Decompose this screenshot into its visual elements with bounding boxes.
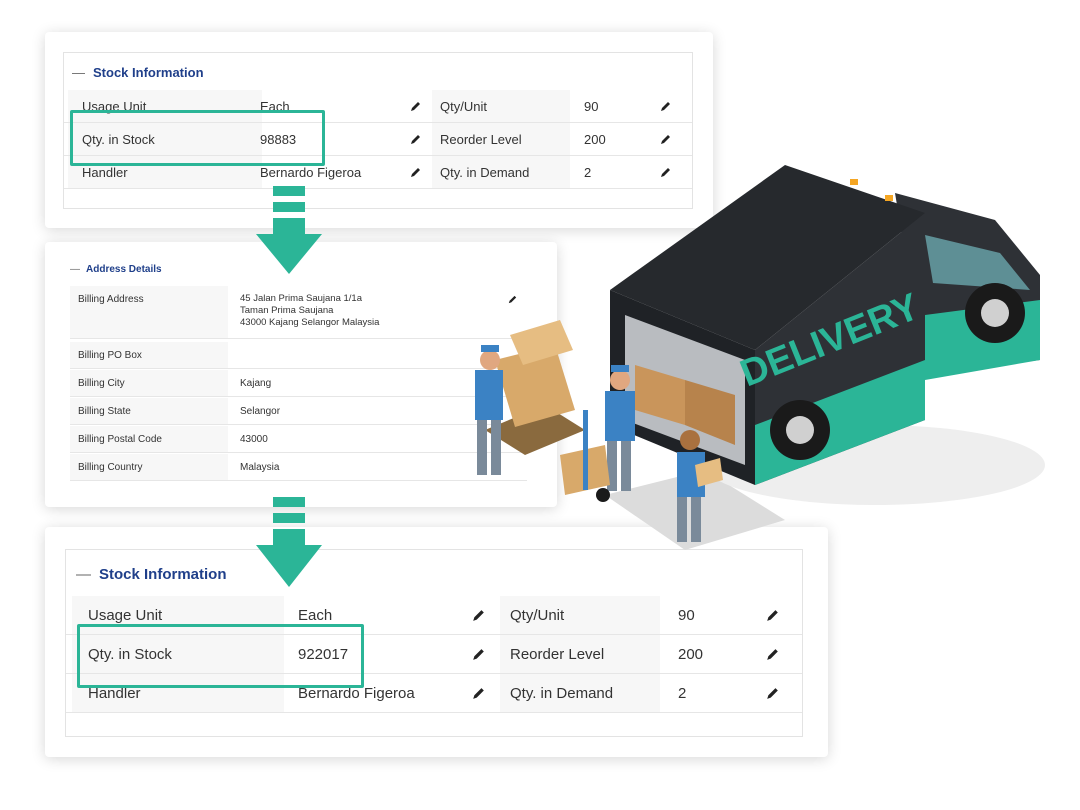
stock-info-card-before: — Stock Information Usage Unit Each Qty/U…: [45, 32, 713, 228]
stock-info-panel-before: — Stock Information Usage Unit Each Qty/U…: [63, 52, 693, 209]
field-value[interactable]: 200: [584, 131, 606, 147]
field-value[interactable]: 922017: [298, 645, 349, 663]
stock-row-usage-unit: Usage Unit Each Qty/Unit 90: [66, 596, 802, 635]
address-row-po-box: Billing PO Box: [70, 342, 527, 369]
stock-row-handler: Handler Bernardo Figeroa Qty. in Demand …: [66, 674, 802, 713]
address-row-billing-address: Billing Address 45 Jalan Prima Saujana 1…: [70, 286, 527, 339]
pencil-icon[interactable]: [410, 167, 421, 178]
field-value[interactable]: 90: [584, 98, 599, 114]
field-label: Usage Unit: [72, 596, 284, 634]
field-label: Billing Address: [70, 286, 228, 338]
pencil-icon[interactable]: [660, 167, 671, 178]
field-label: Qty/Unit: [500, 596, 660, 634]
pencil-icon[interactable]: [660, 101, 671, 112]
pencil-icon[interactable]: [766, 609, 779, 622]
pencil-icon[interactable]: [472, 609, 485, 622]
arrow-down-icon: [256, 186, 322, 274]
field-label: Billing State: [70, 398, 228, 424]
stock-row-qty-in-stock: Qty. in Stock 922017 Reorder Level 200: [66, 635, 802, 674]
collapse-icon[interactable]: —: [72, 65, 85, 80]
field-label: Billing Country: [70, 454, 228, 480]
field-value[interactable]: 98883: [260, 131, 297, 147]
section-title-text: Address Details: [86, 264, 162, 275]
address-details-card: — Address Details Billing Address 45 Jala…: [45, 242, 557, 507]
pencil-icon[interactable]: [410, 134, 421, 145]
section-title-text: Stock Information: [93, 65, 204, 80]
field-value[interactable]: 2: [678, 684, 687, 702]
field-label: Handler: [68, 156, 262, 188]
collapse-icon[interactable]: —: [76, 566, 91, 583]
address-row-state: Billing State Selangor: [70, 398, 527, 425]
address-line: 45 Jalan Prima Saujana 1/1a: [240, 293, 362, 304]
field-value[interactable]: 200: [678, 645, 704, 663]
field-value[interactable]: 2: [584, 164, 592, 180]
field-value[interactable]: 90: [678, 606, 695, 624]
stock-info-card-after: — Stock Information Usage Unit Each Qty/U…: [45, 527, 828, 757]
pencil-icon[interactable]: [660, 134, 671, 145]
field-value[interactable]: Each: [298, 606, 333, 624]
stock-info-section-title[interactable]: — Stock Information: [72, 65, 204, 80]
field-value[interactable]: 43000: [240, 433, 268, 445]
pencil-icon[interactable]: [508, 295, 517, 304]
address-row-city: Billing City Kajang: [70, 370, 527, 397]
field-label: Usage Unit: [68, 90, 262, 122]
qty-in-stock-highlight-before: [70, 110, 325, 166]
field-label: Reorder Level: [500, 635, 660, 673]
pencil-icon[interactable]: [410, 101, 421, 112]
field-label: Qty. in Demand: [500, 674, 660, 712]
address-line: 43000 Kajang Selangor Malaysia: [240, 317, 380, 328]
field-value[interactable]: Each: [260, 98, 290, 114]
field-value[interactable]: Kajang: [240, 377, 272, 389]
field-label: Billing PO Box: [70, 342, 228, 368]
address-section-title[interactable]: — Address Details: [70, 264, 162, 275]
field-label: Reorder Level: [432, 123, 570, 155]
billing-address-value[interactable]: 45 Jalan Prima Saujana 1/1a Taman Prima …: [240, 293, 379, 329]
address-row-country: Billing Country Malaysia: [70, 454, 527, 481]
stock-row-usage-unit: Usage Unit Each Qty/Unit 90: [64, 90, 692, 123]
field-label: Qty. in Demand: [432, 156, 570, 188]
stock-info-panel-after: — Stock Information Usage Unit Each Qty/U…: [65, 549, 803, 737]
field-value[interactable]: Malaysia: [240, 461, 280, 473]
field-value[interactable]: Bernardo Figeroa: [260, 164, 362, 180]
field-value[interactable]: Selangor: [240, 405, 281, 417]
field-label: Qty/Unit: [432, 90, 570, 122]
arrow-down-icon: [256, 497, 322, 587]
address-line: Taman Prima Saujana: [240, 305, 334, 316]
address-row-postal-code: Billing Postal Code 43000: [70, 426, 527, 453]
field-label: Billing City: [70, 370, 228, 396]
pencil-icon[interactable]: [472, 687, 485, 700]
pencil-icon[interactable]: [766, 648, 779, 661]
pencil-icon[interactable]: [766, 687, 779, 700]
field-label: Qty. in Stock: [72, 635, 284, 673]
stock-info-section-title[interactable]: — Stock Information: [76, 566, 227, 583]
delivery-truck-illustration: DELIVERY: [475, 165, 1045, 550]
field-label: Handler: [72, 674, 284, 712]
qty-in-stock-highlight-after: [77, 624, 364, 688]
field-value[interactable]: Bernardo Figeroa: [298, 684, 415, 702]
pencil-icon[interactable]: [472, 648, 485, 661]
collapse-icon[interactable]: —: [70, 264, 80, 275]
stock-row-qty-in-stock: Qty. in Stock 98883 Reorder Level 200: [64, 123, 692, 156]
field-label: Qty. in Stock: [68, 123, 262, 155]
stock-row-handler: Handler Bernardo Figeroa Qty. in Demand …: [64, 156, 692, 189]
field-label: Billing Postal Code: [70, 426, 228, 452]
section-title-text: Stock Information: [99, 566, 227, 583]
